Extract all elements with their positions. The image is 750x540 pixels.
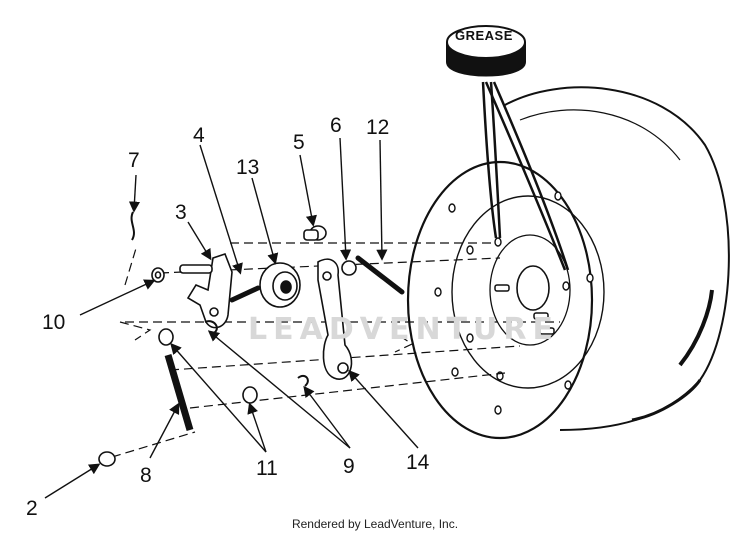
bracket-arm-3 — [186, 253, 233, 329]
rod-12 — [355, 255, 405, 295]
callout-4: 4 — [193, 124, 205, 147]
grease-label: GREASE — [455, 28, 513, 43]
nut-6 — [341, 260, 357, 276]
leader-lines — [44, 137, 419, 499]
bushing-11b — [242, 386, 258, 404]
footer-credit: Rendered by LeadVenture, Inc. — [291, 517, 459, 531]
pulley-13 — [259, 262, 301, 308]
spring-8 — [164, 354, 194, 431]
callout-5: 5 — [293, 131, 305, 154]
cotter-pin-7 — [130, 211, 135, 241]
callout-8: 8 — [140, 464, 152, 487]
clip-9b — [297, 374, 309, 387]
bushing-5 — [303, 225, 327, 241]
callout-2: 2 — [26, 497, 38, 520]
callout-13: 13 — [236, 156, 260, 179]
nut-2 — [98, 451, 116, 467]
callout-10: 10 — [42, 311, 66, 334]
bolt-4 — [229, 285, 261, 303]
callout-7: 7 — [128, 149, 140, 172]
callout-12: 12 — [366, 116, 390, 139]
grease-container — [446, 25, 570, 271]
bushing-11a — [158, 328, 174, 346]
callout-9: 9 — [343, 455, 355, 478]
callout-14: 14 — [406, 451, 430, 474]
watermark: LEADVENTURE — [248, 312, 559, 347]
callout-6: 6 — [330, 114, 342, 137]
callout-11: 11 — [256, 457, 278, 480]
callout-3: 3 — [175, 201, 187, 224]
flywheel-drum — [406, 86, 730, 440]
